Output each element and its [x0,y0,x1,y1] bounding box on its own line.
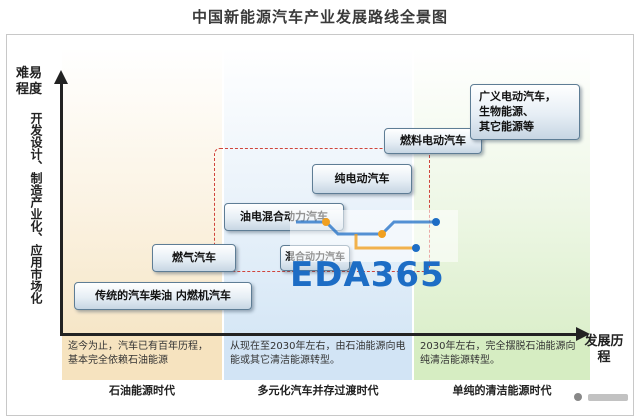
diagram-frame [6,34,634,416]
ice-vehicle-box: 传统的汽车柴油 内燃机汽车 [74,282,252,310]
page-title: 中国新能源汽车产业发展路线全景图 [191,8,448,26]
transition-era-description: 从现在至2030年左右，由石油能源向电能或其它清洁能源转型。 [224,336,412,380]
clean-era-label: 单纯的清洁能源时代 [452,384,552,397]
oil-era-label: 石油能源时代 [109,384,175,397]
transition-era-label: 多元化汽车并存过渡时代 [257,384,379,397]
x-axis-arrow-icon [576,327,590,341]
future-line-2: 生物能源、 [479,105,534,118]
future-line-3: 其它能源等 [479,120,534,133]
gas-vehicle-box: 燃气汽车 [152,244,236,272]
x-axis-title: 发展历程 [584,334,624,365]
future-energy-box: 广义电动汽车， 生物能源、 其它能源等 [470,84,580,140]
clean-era-description: 2030年左右，完全摆脱石油能源向纯清洁能源转型。 [414,336,590,380]
watermark-circuit-icon [290,210,458,262]
watermark-text: EDA365 [290,255,445,295]
battery-ev-box: 纯电动汽车 [312,164,412,194]
oil-era-description: 迄今为止，汽车已有百年历程，基本完全依赖石油能源 [62,336,222,380]
x-axis-line [60,333,578,336]
y-axis-subtitle: 开发设计、制造产业化、应用市场化 [29,112,43,304]
y-axis-line [60,82,63,336]
corner-logo-icon [574,393,628,401]
future-line-1: 广义电动汽车， [479,90,556,103]
y-axis-arrow-icon [54,70,68,84]
fuel-cell-ev-box: 燃料电动汽车 [384,128,482,154]
y-axis-title: 难易程度 [15,66,42,97]
